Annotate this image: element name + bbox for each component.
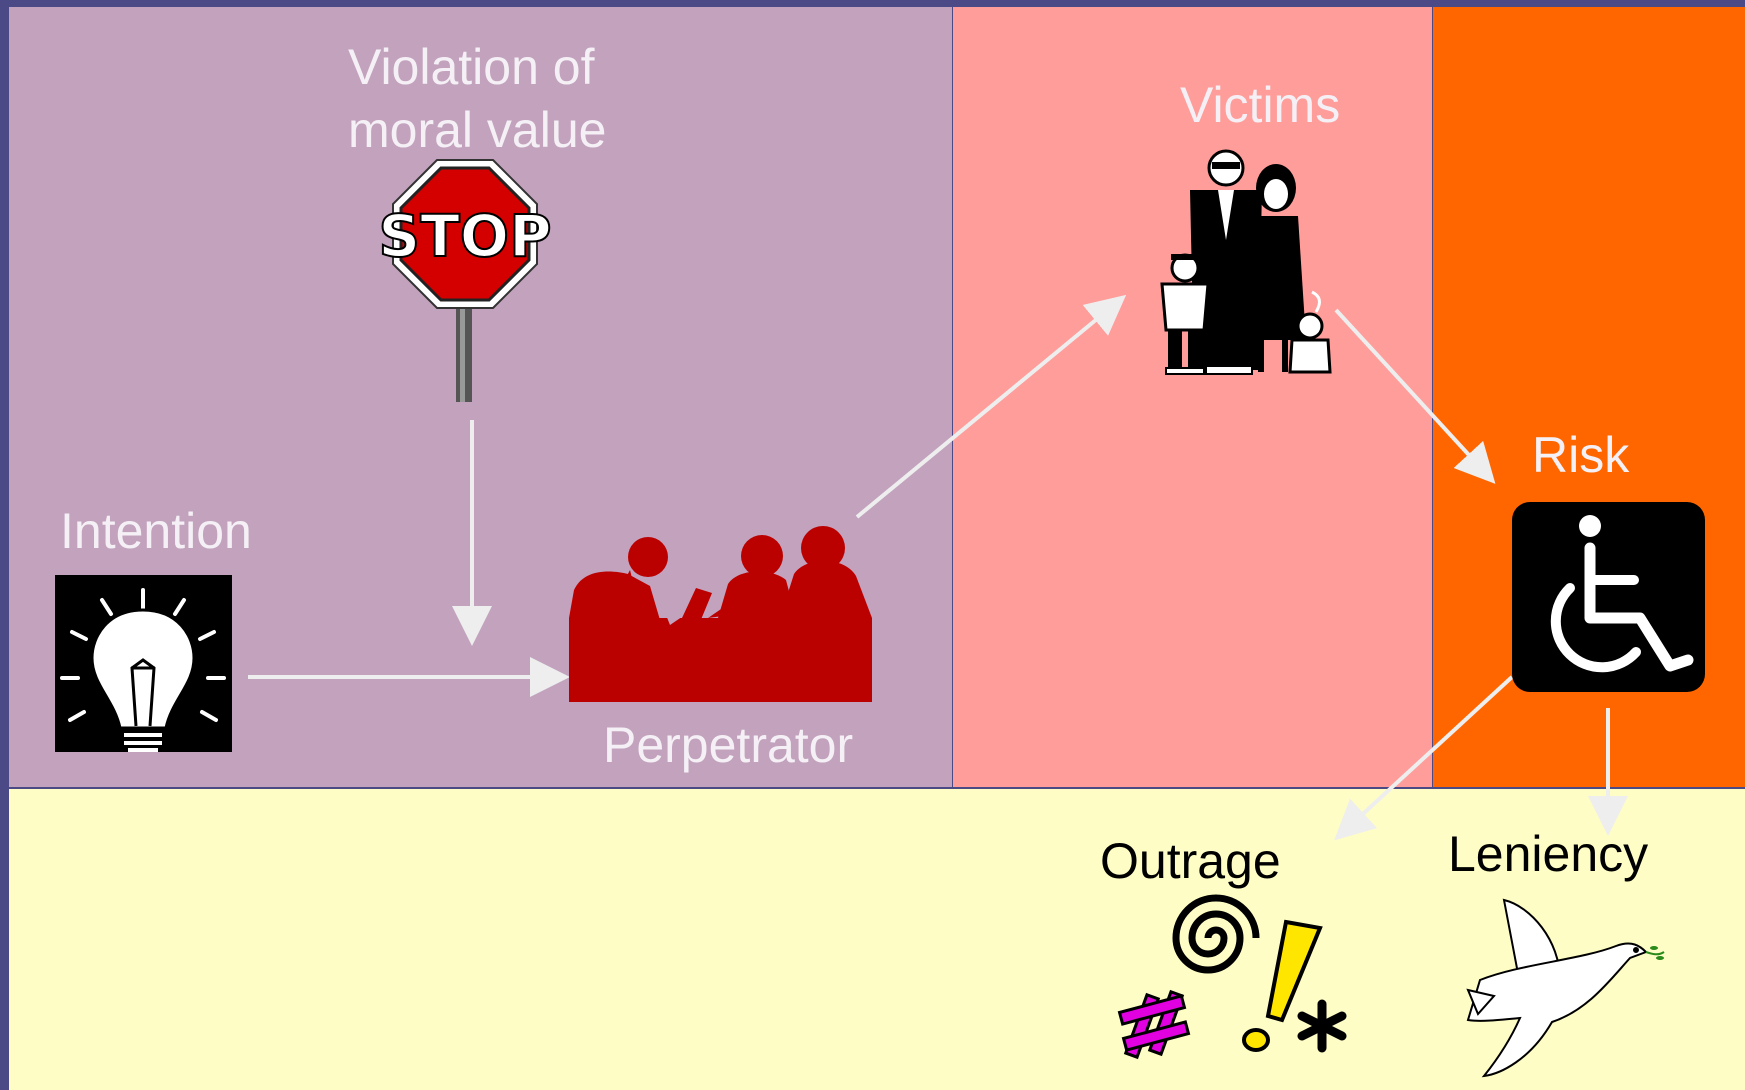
leniency-label: Leniency (1448, 826, 1649, 882)
outrage-label: Outrage (1100, 833, 1281, 889)
stop-sign-icon: STOP (377, 159, 553, 402)
violation-label: Violation of moral value (348, 36, 648, 161)
victims-region (953, 7, 1432, 787)
violation-label-line2: moral value (348, 101, 607, 158)
violation-label-line1: Violation of (348, 39, 595, 95)
arrow-victims-to-risk (1334, 308, 1496, 484)
perpetrator-label: Perpetrator (603, 717, 854, 773)
outrage-symbols-icon (1117, 894, 1347, 1060)
risk-label: Risk (1532, 427, 1630, 483)
arrow-perpetrator-to-victims (855, 294, 1127, 519)
family-icon (1160, 149, 1332, 375)
intention-label: Intention (60, 503, 252, 559)
dove-icon (1466, 898, 1665, 1078)
arrow-risk-to-outrage (1334, 675, 1514, 841)
arrows (248, 294, 1628, 841)
perpetrator-group-icon (569, 526, 872, 702)
lightbulb-icon (55, 575, 232, 752)
outcome-region (9, 789, 1745, 1090)
wheelchair-icon (1512, 502, 1705, 692)
stop-sign-text: STOP (378, 202, 551, 270)
victims-label: Victims (1180, 77, 1341, 133)
